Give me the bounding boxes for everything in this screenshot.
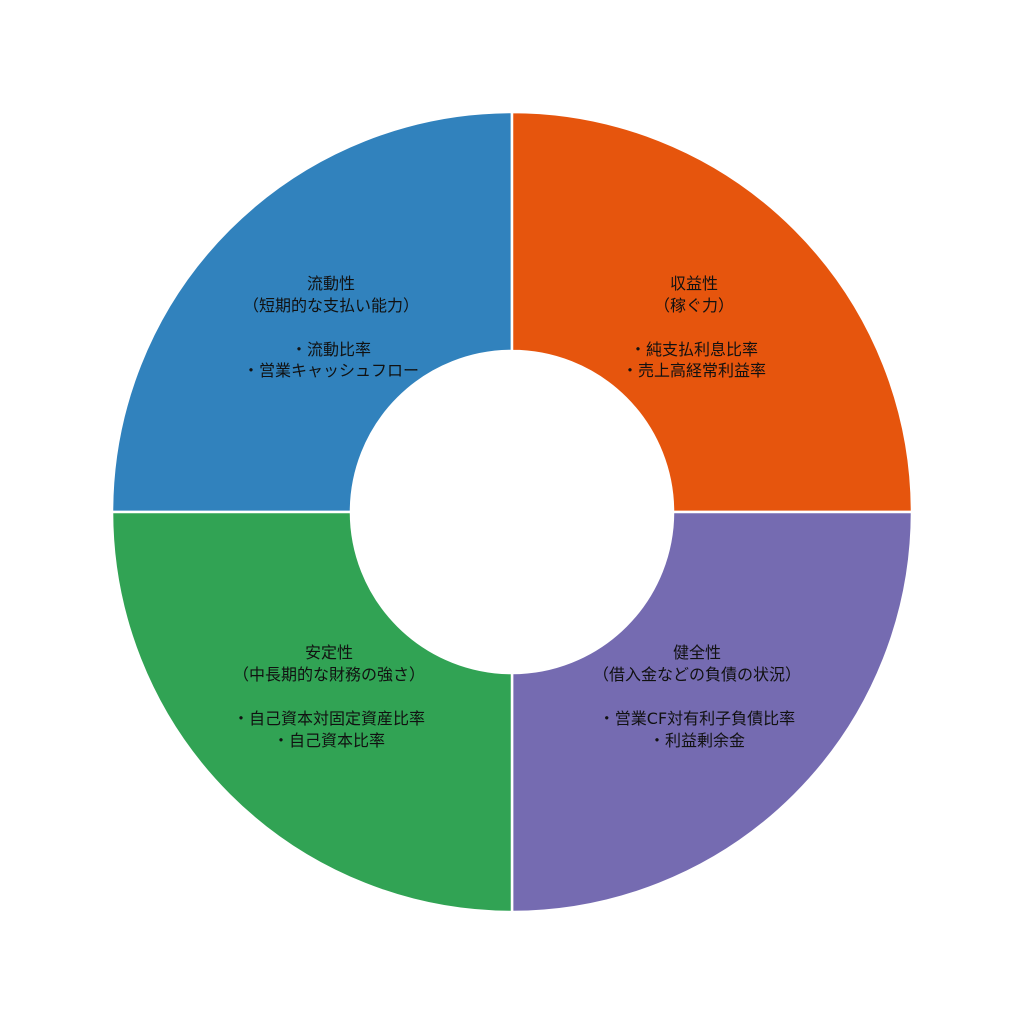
segment-item: ・利益剰余金 — [649, 731, 745, 750]
segment-item: ・流動比率 — [291, 340, 371, 359]
segment-title: 安定性 — [305, 643, 353, 662]
segment-subtitle: （中長期的な財務の強さ） — [233, 665, 425, 684]
segment-liquidity — [110, 110, 514, 514]
segment-item: ・営業キャッシュフロー — [243, 361, 419, 380]
segment-title: 流動性 — [307, 274, 355, 293]
segment-subtitle: （短期的な支払い能力） — [243, 296, 419, 315]
segment-soundness — [510, 510, 914, 914]
label-profitability: 収益性 （稼ぐ力） ・純支払利息比率 ・売上高経常利益率 — [622, 274, 766, 380]
segment-item: ・自己資本比率 — [273, 731, 385, 750]
segment-subtitle: （借入金などの負債の状況） — [593, 665, 801, 684]
segment-title: 収益性 — [670, 274, 718, 293]
segment-item: ・自己資本対固定資産比率 — [233, 709, 425, 728]
label-stability: 安定性 （中長期的な財務の強さ） ・自己資本対固定資産比率 ・自己資本比率 — [233, 643, 425, 750]
segment-stability — [110, 510, 514, 914]
segment-item: ・売上高経常利益率 — [622, 361, 766, 380]
label-liquidity: 流動性 （短期的な支払い能力） ・流動比率 ・営業キャッシュフロー — [243, 274, 419, 380]
segment-subtitle: （稼ぐ力） — [654, 296, 734, 315]
segment-item: ・営業CF対有利子負債比率 — [599, 709, 795, 728]
segment-item: ・純支払利息比率 — [630, 340, 758, 359]
segment-title: 健全性 — [673, 643, 721, 662]
segment-profitability — [510, 110, 914, 514]
label-soundness: 健全性 （借入金などの負債の状況） ・営業CF対有利子負債比率 ・利益剰余金 — [593, 643, 801, 750]
